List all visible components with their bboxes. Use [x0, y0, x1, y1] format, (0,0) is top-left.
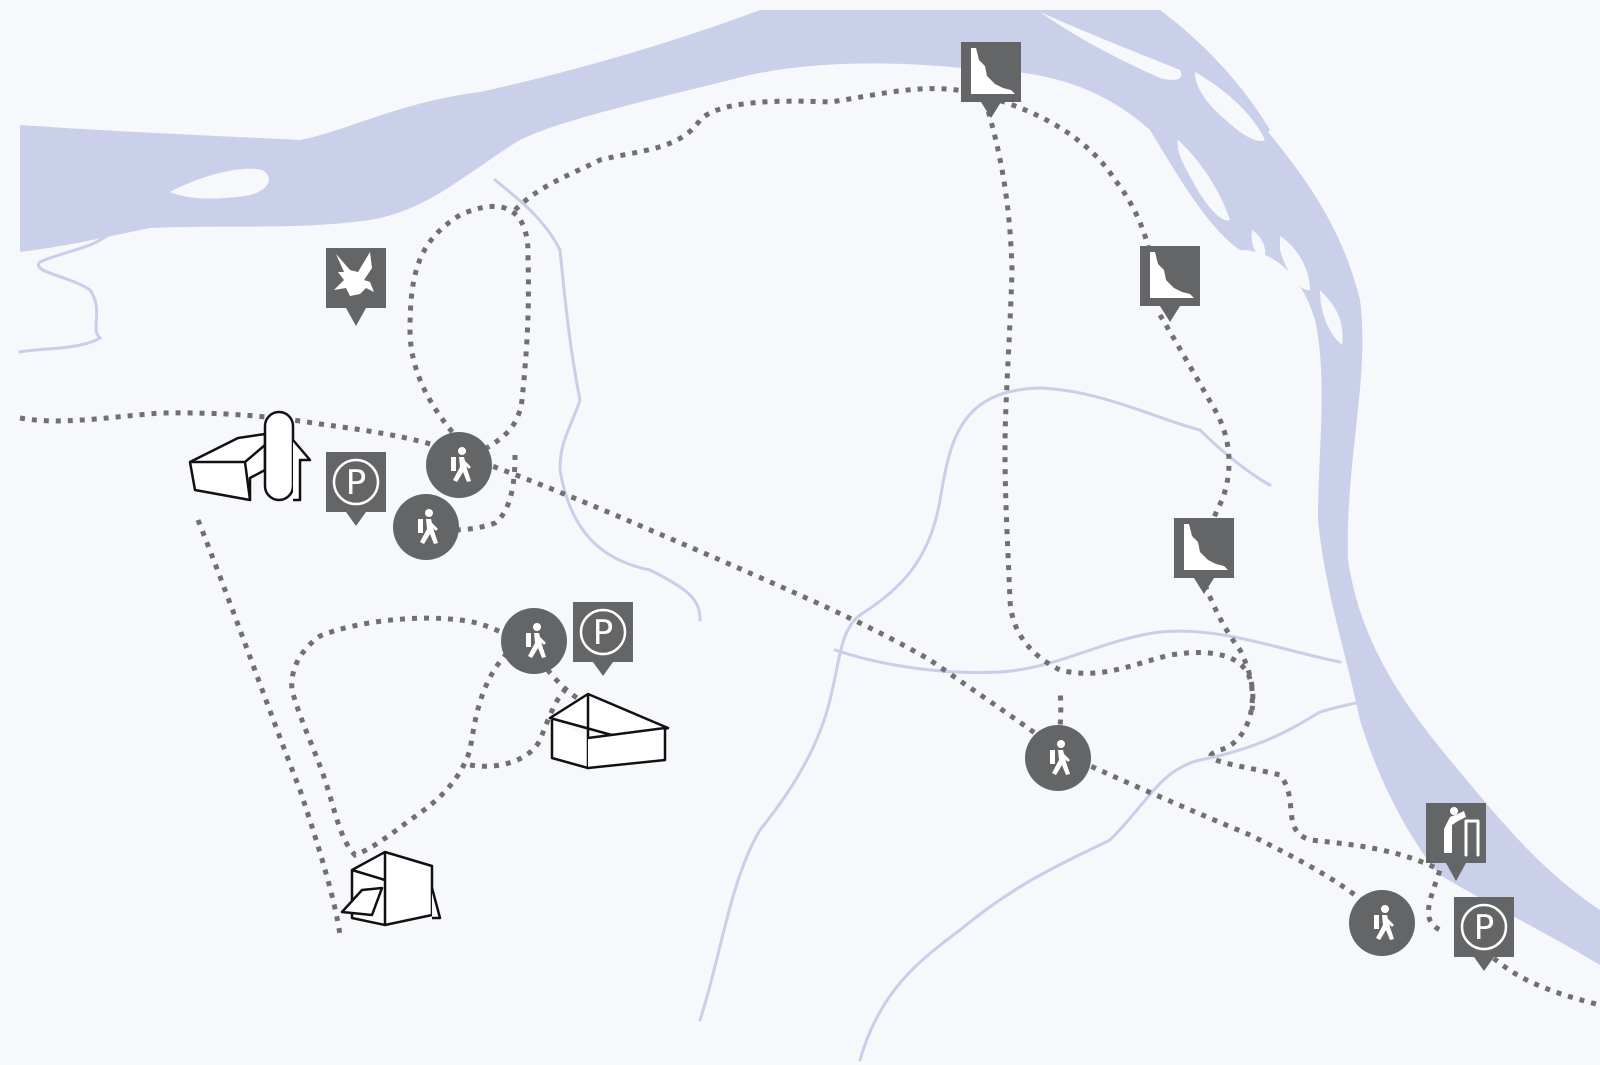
- river: [20, 10, 1600, 965]
- trail-north-loop: [407, 204, 531, 455]
- trail-east-west: [19, 410, 1382, 917]
- hiker-icon[interactable]: [499, 606, 569, 676]
- hiker-icon[interactable]: [1347, 888, 1417, 958]
- creeks: [18, 178, 1372, 1062]
- hiker-icon[interactable]: [1023, 723, 1093, 793]
- trail-hub-link: [538, 658, 582, 703]
- warehouse-icon: [548, 692, 670, 770]
- trail-south-loop: [289, 615, 522, 858]
- hiker-icon[interactable]: [424, 430, 494, 500]
- trail-southeast: [1483, 948, 1600, 1008]
- trail-west-spur: [444, 454, 518, 533]
- trail-north-arc: [513, 86, 1155, 271]
- trail-east-north: [982, 99, 1444, 933]
- trail-west-straight: [195, 519, 343, 936]
- shed-icon: [340, 850, 442, 927]
- trails: [19, 86, 1600, 1008]
- trail-cliff-spur: [1202, 584, 1256, 711]
- hiker-icon[interactable]: [391, 492, 461, 562]
- trail-to-vista: [1052, 689, 1064, 761]
- barn-silo-icon: [188, 410, 312, 502]
